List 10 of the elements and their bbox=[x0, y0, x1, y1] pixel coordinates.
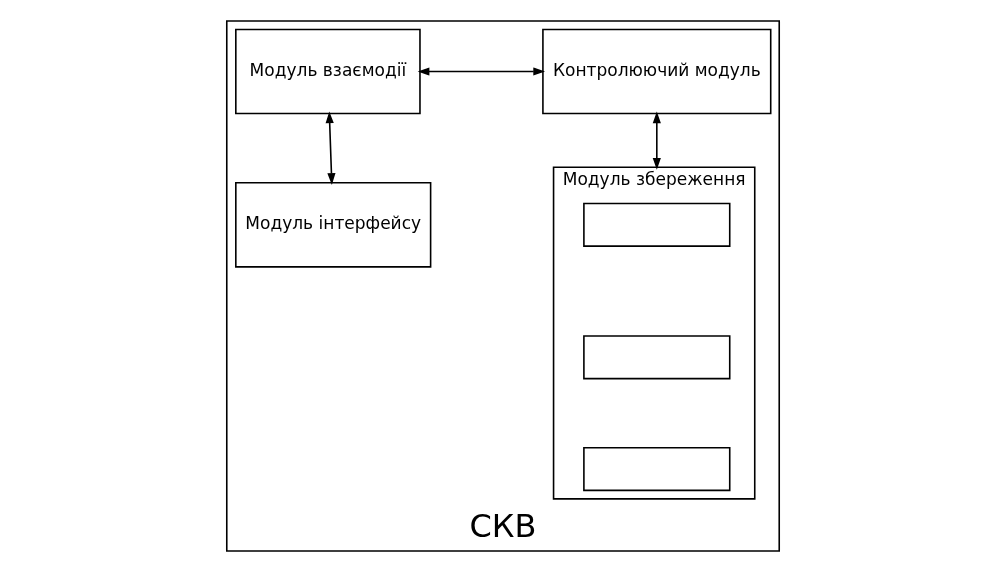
node-box bbox=[582, 202, 731, 247]
arrow bbox=[325, 111, 336, 185]
cluster: Модуль збереження bbox=[552, 166, 756, 500]
node-box: Модуль інтерфейсу bbox=[234, 181, 431, 268]
node-box: Модуль взаємодії bbox=[234, 28, 421, 115]
arrow bbox=[417, 67, 545, 76]
node-box bbox=[582, 447, 731, 492]
node-box bbox=[582, 335, 731, 380]
arrow bbox=[652, 111, 661, 170]
node-box: Контролюючий модуль bbox=[541, 28, 771, 115]
